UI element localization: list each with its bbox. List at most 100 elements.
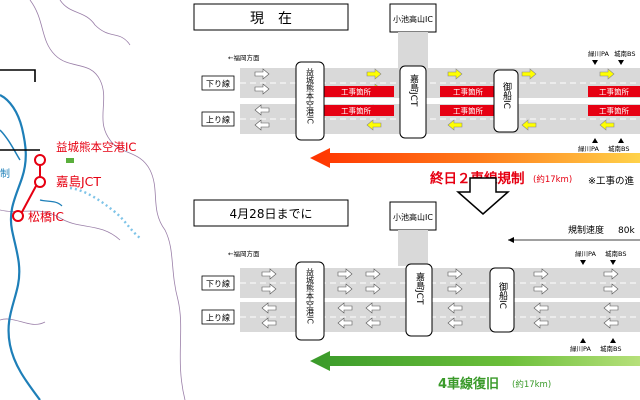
right-arrow-icon [521, 68, 537, 80]
current-note: ※工事の進 [588, 175, 634, 187]
left-arrow-icon [254, 119, 270, 131]
left-arrow-icon [447, 302, 463, 314]
map-expressway [0, 69, 40, 151]
recovery-text: 4車線復旧 [438, 376, 499, 392]
current-ic-mifune-label: 御船IC [501, 81, 512, 109]
map-river [39, 199, 63, 207]
future-ic-airport-box [295, 261, 325, 341]
triangle-up-icon [610, 338, 616, 343]
future-diagram: 4月28日までに 小池高山IC ←福岡方面 規制速度 80k 緑川PA 城南BS… [193, 199, 640, 392]
map-route-red [21, 165, 41, 213]
right-arrow-icon [447, 283, 463, 295]
right-arrow-icon [533, 283, 549, 295]
right-arrow-icon [365, 283, 381, 295]
current-lane-up-box [201, 111, 235, 127]
future-bs-label-top: 城南BS [605, 249, 626, 258]
right-arrow-icon [254, 83, 270, 95]
construction-zone [588, 105, 640, 116]
future-direction-label: ←福岡方面 [228, 249, 260, 258]
current-ramp-road [398, 32, 428, 72]
current-pa-label-top: 緑川PA [588, 49, 610, 58]
construction-zone-label: 工事箇所 [341, 106, 371, 116]
right-arrow-icon [447, 68, 463, 80]
left-arrow-icon [365, 317, 381, 329]
right-arrow-icon [254, 68, 270, 80]
left-arrow-icon [447, 317, 463, 329]
right-arrow-icon [599, 68, 615, 80]
future-title: 4月28日までに [230, 207, 313, 221]
future-ic-kashima-box [405, 263, 433, 337]
map-boundary-line [59, 0, 131, 46]
right-arrow-icon [261, 283, 277, 295]
construction-zone [588, 86, 640, 97]
future-lane-up-label: 上り線 [206, 313, 230, 323]
future-pa-label-bottom: 緑川PA [570, 344, 592, 353]
future-lane-up-box [201, 309, 235, 325]
future-lane-down-box [201, 275, 235, 291]
triangle-down-icon [592, 60, 598, 65]
construction-zone-label: 工事箇所 [453, 106, 483, 116]
speed-label: 規制速度 [568, 224, 604, 236]
left-arrow-icon [447, 119, 463, 131]
current-title: 現 在 [250, 11, 292, 27]
future-pa-label-top: 緑川PA [575, 249, 597, 258]
left-arrow-icon [521, 119, 537, 131]
right-arrow-icon [337, 283, 353, 295]
future-arrows [261, 268, 619, 329]
left-arrow-icon [261, 302, 277, 314]
current-direction-label: ←福岡方面 [228, 53, 260, 62]
construction-zone [318, 86, 394, 97]
left-arrow-icon [337, 317, 353, 329]
current-lane-down-box [201, 75, 235, 91]
map-poi-icon [66, 158, 74, 163]
construction-zone-label: 工事箇所 [599, 106, 629, 116]
triangle-down-icon [610, 260, 616, 265]
regulation-arrow [310, 148, 640, 168]
triangle-down-icon [580, 260, 586, 265]
recovery-subtext: (約17km) [512, 379, 551, 390]
left-arrow-icon [366, 119, 382, 131]
left-arrow-icon [261, 317, 277, 329]
map-label-airport-ic: 益城熊本空港IC [56, 140, 136, 154]
left-arrowhead-icon [508, 237, 514, 243]
current-ic-mifune-box [493, 69, 519, 133]
right-arrow-icon [261, 268, 277, 280]
current-lane-up-label: 上り線 [206, 115, 230, 125]
current-bs-label-top: 城南BS [614, 49, 635, 58]
construction-zone-label: 工事箇所 [599, 87, 629, 97]
right-arrow-icon [603, 283, 619, 295]
speed-value: 80k [618, 226, 635, 236]
right-arrow-icon [533, 268, 549, 280]
map-label-matsubase-ic: 松橋IC [28, 210, 64, 224]
future-title-box [193, 199, 349, 227]
left-arrow-icon [599, 119, 615, 131]
future-bs-label-bottom: 城南BS [600, 344, 621, 353]
right-arrow-icon [365, 268, 381, 280]
future-ic-airport-label: 益城熊本空港IC [306, 267, 315, 324]
construction-zone [440, 86, 496, 97]
left-arrow-icon [533, 317, 549, 329]
right-arrow-icon [603, 268, 619, 280]
right-arrow-icon [447, 268, 463, 280]
current-arrows-left [254, 68, 270, 131]
triangle-up-icon [580, 338, 586, 343]
left-arrow-icon [337, 302, 353, 314]
current-ic-kashima-label: 嘉島JCT [408, 73, 419, 107]
map-ic-marker-kashima [34, 176, 46, 188]
map-label-kashima-jct: 嘉島JCT [56, 174, 101, 189]
recovery-arrow [310, 351, 640, 371]
left-arrow-icon [365, 302, 381, 314]
map-dotted-road [69, 186, 141, 239]
left-arrow-icon [533, 302, 549, 314]
right-arrow-icon [366, 68, 382, 80]
left-arrow-icon [603, 302, 619, 314]
future-ic-mifune-label: 御船IC [497, 281, 508, 309]
construction-zone-label: 工事箇所 [341, 87, 371, 97]
current-ic-airport-box [295, 61, 325, 141]
current-title-box [193, 3, 349, 31]
current-pa-label-bottom: 緑川PA [578, 144, 600, 153]
map-label-fragment: 制 [0, 167, 10, 180]
future-ic-kashima-label: 嘉島JCT [414, 271, 425, 305]
triangle-up-icon [618, 138, 624, 143]
future-ic-mifune-box [489, 267, 515, 333]
